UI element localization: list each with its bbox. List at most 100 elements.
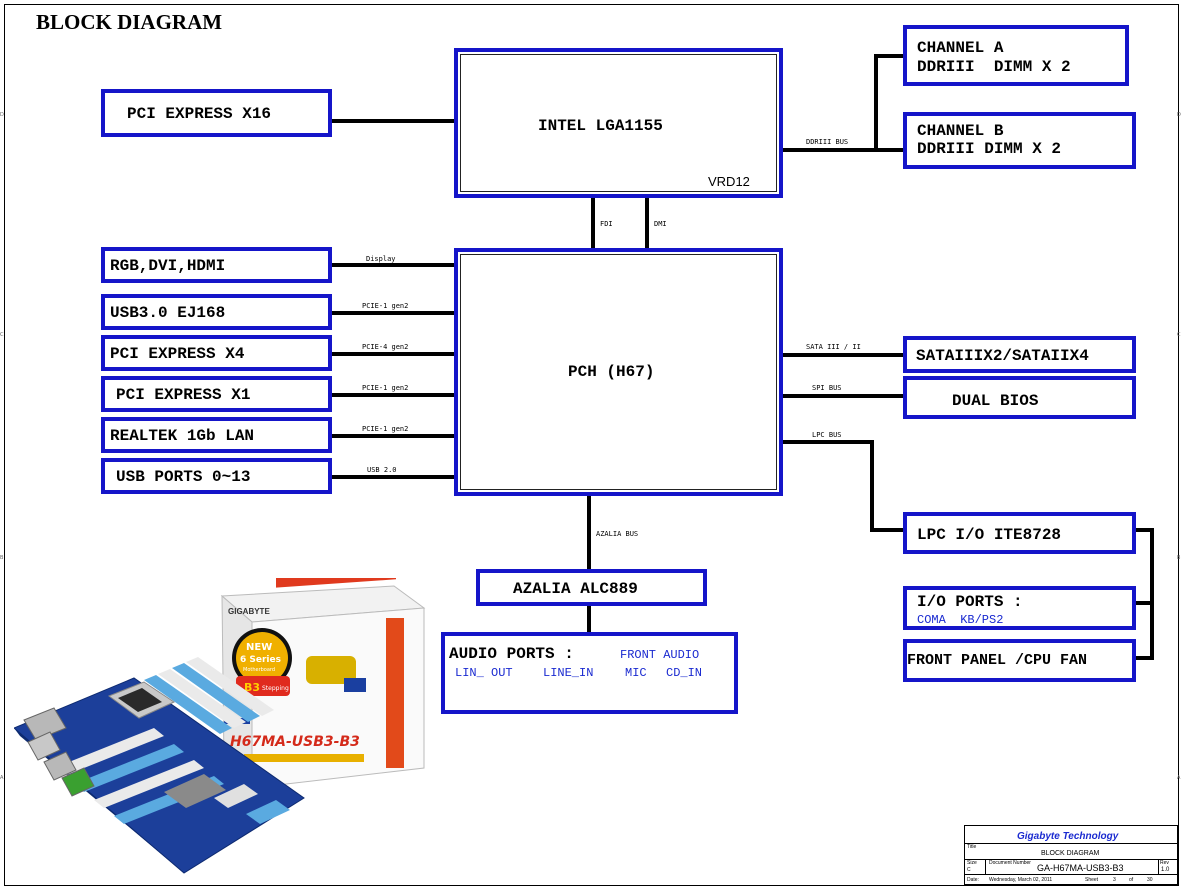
pch-label: PCH (H67) (568, 363, 655, 381)
total-sheets-value: 30 (1147, 877, 1153, 883)
bus-label-azalia: AZALIA BUS (596, 530, 639, 538)
front-panel-block: FRONT PANEL /CPU FAN (903, 639, 1136, 682)
connector-line (331, 352, 455, 356)
bus-label-pcie4: PCIE-4 gen2 (362, 343, 409, 351)
company-name: Gigabyte Technology (1017, 831, 1119, 842)
usb-ports-block: USB PORTS 0~13 (101, 458, 332, 494)
front-audio-label: FRONT AUDIO (620, 648, 700, 662)
title-field-value: BLOCK DIAGRAM (1041, 850, 1100, 857)
bus-label-dmi: DMI (654, 220, 667, 228)
pcie-x4-block: PCI EXPRESS X4 (101, 335, 332, 371)
lpc-io-label: LPC I/O ITE8728 (917, 526, 1062, 544)
channel-a-label: CHANNEL A (917, 39, 1004, 57)
io-ports-sub-label: COMA KB/PS2 (917, 613, 1004, 627)
connector-line (870, 440, 874, 532)
docnum-value: GA-H67MA-USB3-B3 (1037, 863, 1124, 873)
lin-out-label: LIN_ OUT (455, 666, 513, 680)
mic-label: MIC (625, 666, 647, 680)
connector-line (331, 393, 455, 397)
bus-label-pcie1: PCIE-1 gen2 (362, 384, 409, 392)
channel-b-label: CHANNEL B (917, 122, 1004, 140)
box-motherboard-text: Motherboard (243, 667, 275, 673)
pcie-x16-label: PCI EXPRESS X16 (127, 105, 272, 123)
connector-line (1150, 528, 1154, 660)
sata-label: SATAIIIX2/SATAIIX4 (916, 347, 1089, 365)
title-field-label: Title (967, 844, 977, 850)
connector-line (782, 394, 906, 398)
bus-label-ddr: DDRIII BUS (806, 138, 849, 146)
connector-line (782, 148, 878, 152)
box-series-text: 6 Series (240, 655, 281, 665)
azalia-block: AZALIA ALC889 (476, 569, 707, 606)
lpc-io-block: LPC I/O ITE8728 (903, 512, 1136, 554)
usb3-label: USB3.0 EJ168 (110, 304, 226, 322)
connector-line (587, 604, 591, 636)
docnum-label: Document Number (989, 860, 1031, 866)
pch-block: PCH (H67) (454, 248, 783, 496)
io-ports-label: I/O PORTS : (917, 593, 1023, 611)
rgb-dvi-hdmi-label: RGB,DVI,HDMI (110, 257, 226, 275)
border-tick: A (1177, 775, 1181, 781)
border-tick: D (0, 112, 4, 118)
usb-ports-label: USB PORTS 0~13 (116, 468, 251, 486)
box-model-text: H67MA-USB3-B3 (230, 734, 360, 750)
rev-value: 1.0 (1161, 867, 1170, 873)
size-label: Size (967, 860, 977, 866)
of-label: of (1129, 877, 1134, 883)
connector-line (874, 54, 906, 58)
retail-box: GIGABYTE NEW 6 Series Motherboard B3 Ste… (220, 578, 426, 790)
size-value: C (967, 867, 971, 873)
motherboard (14, 657, 305, 878)
channel-a-block: CHANNEL A DDRIII DIMM X 2 (903, 25, 1129, 86)
connector-line (782, 440, 874, 444)
cd-in-label: CD_IN (666, 666, 703, 680)
usb3-block: USB3.0 EJ168 (101, 294, 332, 330)
border-tick: A (0, 775, 4, 781)
channel-a-dimm-label: DDRIII DIMM X 2 (917, 58, 1071, 76)
channel-b-block: CHANNEL B DDRIII DIMM X 2 (903, 112, 1136, 169)
cpu-block: INTEL LGA1155 VRD12 (454, 48, 783, 198)
border-tick: C (0, 332, 4, 338)
border-tick: B (1177, 555, 1181, 561)
rgb-dvi-hdmi-block: RGB,DVI,HDMI (101, 247, 332, 283)
connector-line (874, 148, 906, 152)
audio-ports-block: AUDIO PORTS : FRONT AUDIO LIN_ OUT LINE_… (441, 632, 738, 714)
bus-label-usb20: USB 2.0 (367, 466, 397, 474)
pcie-x4-label: PCI EXPRESS X4 (110, 345, 245, 363)
border-tick: D (1177, 112, 1181, 118)
connector-line (1132, 601, 1154, 605)
connector-line (331, 475, 455, 479)
sata-block: SATAIIIX2/SATAIIX4 (903, 336, 1136, 373)
dual-bios-block: DUAL BIOS (903, 376, 1136, 419)
bus-label-pcie1: PCIE-1 gen2 (362, 302, 409, 310)
front-panel-label: FRONT PANEL /CPU FAN (907, 652, 1088, 669)
connector-line (782, 353, 906, 357)
pcie-x1-label: PCI EXPRESS X1 (116, 386, 251, 404)
sheet-value: 3 (1113, 877, 1116, 883)
azalia-label: AZALIA ALC889 (513, 580, 638, 598)
bus-label-pcie1: PCIE-1 gen2 (362, 425, 409, 433)
connector-line (1132, 528, 1154, 532)
date-value: Wednesday, March 02, 2011 (989, 877, 1053, 883)
io-ports-block: I/O PORTS : COMA KB/PS2 (903, 586, 1136, 630)
product-photo: GIGABYTE NEW 6 Series Motherboard B3 Ste… (14, 578, 426, 878)
bus-label-sata: SATA III / II (806, 343, 861, 351)
connector-line (331, 311, 455, 315)
connector-line (331, 119, 455, 123)
connector-line (870, 528, 906, 532)
title-block: Gigabyte Technology Title BLOCK DIAGRAM … (964, 825, 1178, 885)
lan-block: REALTEK 1Gb LAN (101, 417, 332, 453)
audio-ports-label: AUDIO PORTS : (449, 645, 574, 663)
page-title: BLOCK DIAGRAM (36, 10, 223, 34)
connector-line (1132, 656, 1154, 660)
border-tick: C (1177, 332, 1181, 338)
lan-label: REALTEK 1Gb LAN (110, 427, 255, 445)
channel-b-dimm-label: DDRIII DIMM X 2 (917, 140, 1062, 158)
box-new-text: NEW (246, 642, 272, 653)
box-brand-text: GIGABYTE (228, 607, 270, 616)
pcie-x1-block: PCI EXPRESS X1 (101, 376, 332, 412)
drawing-frame (4, 4, 1179, 886)
bus-label-spi: SPI BUS (812, 384, 842, 392)
box-b3-text: B3 (244, 681, 260, 694)
cpu-label: INTEL LGA1155 (538, 117, 663, 135)
